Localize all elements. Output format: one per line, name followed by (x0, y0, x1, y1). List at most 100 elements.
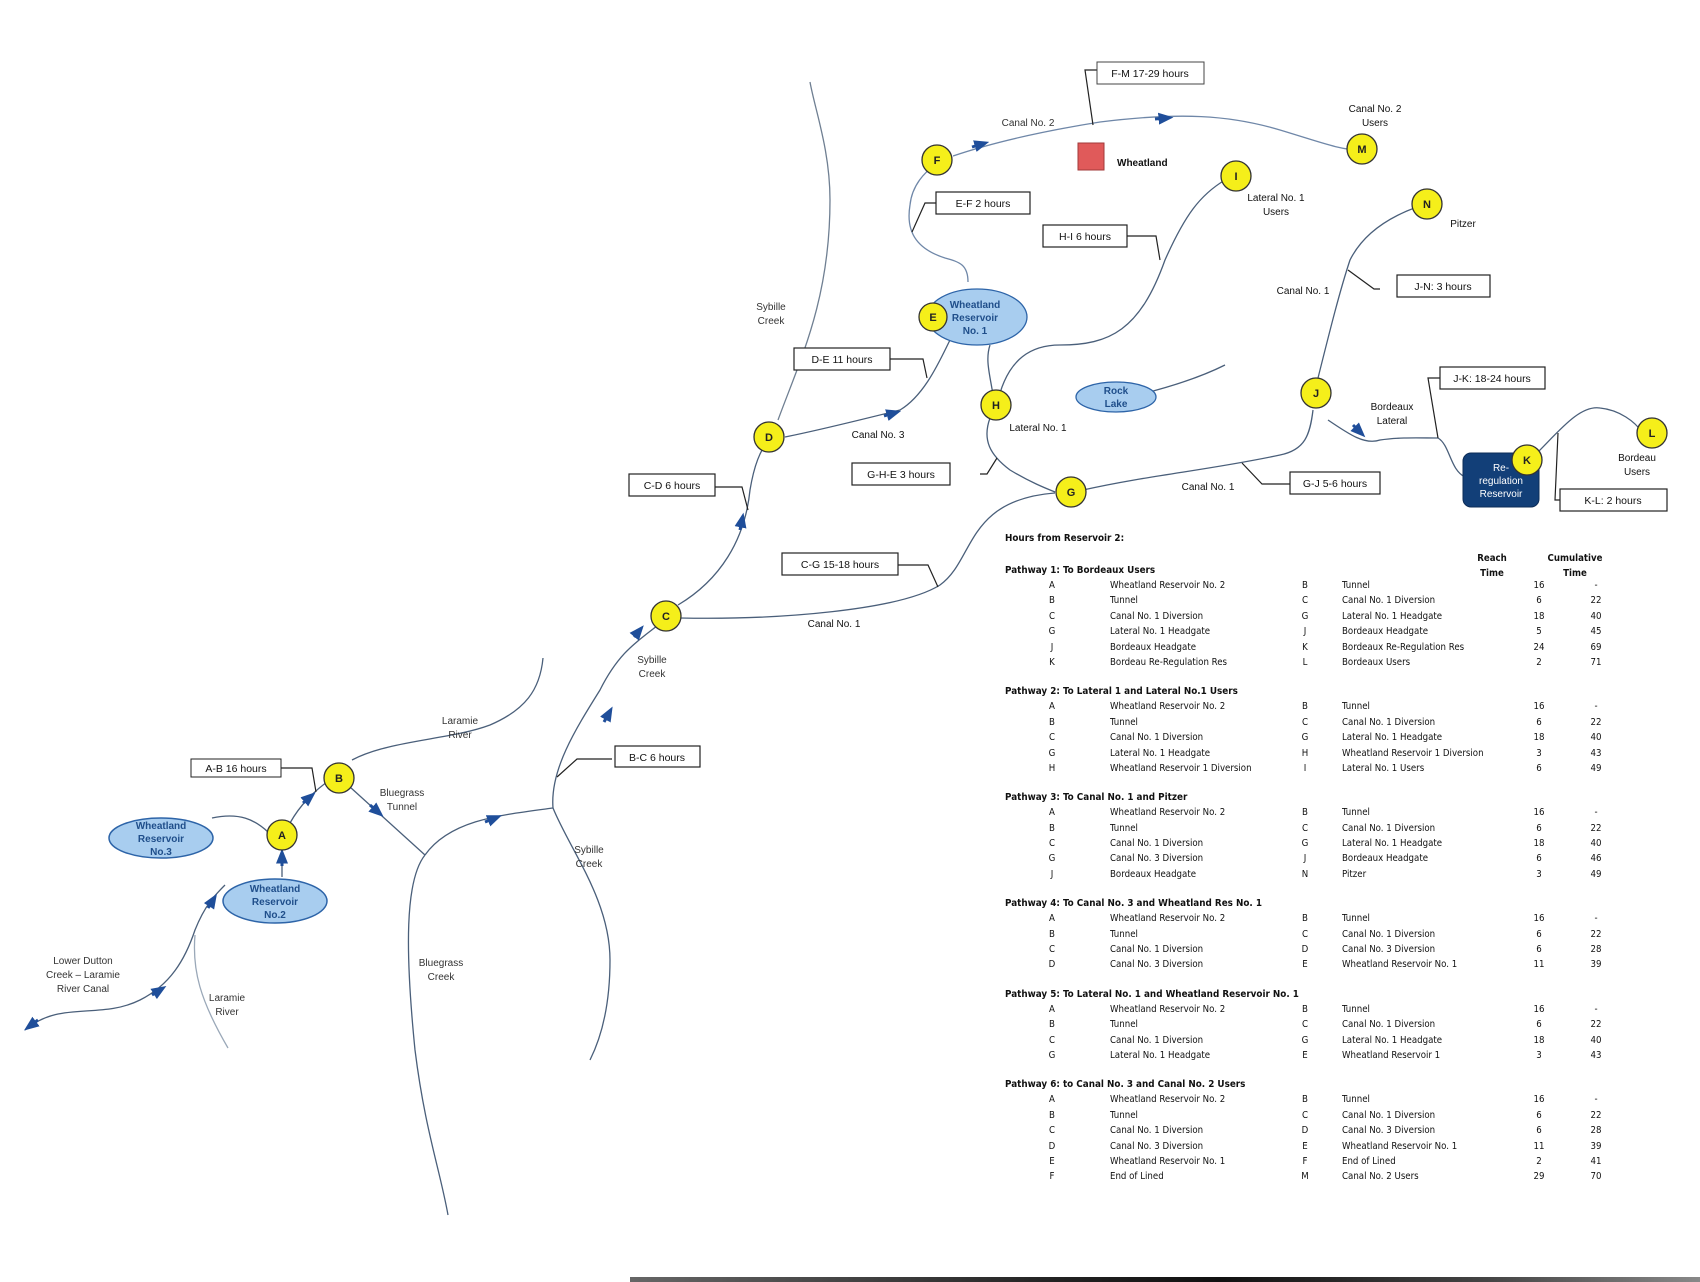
from-node: G (1048, 1049, 1056, 1061)
to-node: M (1301, 1171, 1309, 1183)
svg-text:No.3: No.3 (150, 847, 172, 858)
node-h[interactable]: H (980, 389, 1012, 421)
reach-time: 16 (1533, 807, 1545, 819)
reach-time: 6 (1536, 762, 1542, 774)
node-d[interactable]: D (753, 421, 785, 453)
from-node: C (1048, 1034, 1056, 1046)
from-node: F (1049, 1171, 1055, 1183)
from-node: G (1048, 626, 1056, 638)
node-l[interactable]: L (1636, 417, 1668, 449)
pathway-title: Pathway 5: To Lateral No. 1 and Wheatlan… (1005, 988, 1299, 1000)
cumulative-time: 46 (1590, 853, 1602, 865)
time-box-c-d: C-D 6 hours (628, 473, 716, 497)
svg-text:Users: Users (1624, 467, 1650, 478)
from-name: Wheatland Reservoir No. 2 (1110, 807, 1226, 819)
to-node: H (1301, 747, 1309, 759)
node-b[interactable]: B (323, 762, 355, 794)
from-name: Canal No. 3 Diversion (1110, 853, 1204, 865)
from-name: Lateral No. 1 Headgate (1110, 1049, 1211, 1061)
to-name: Wheatland Reservoir 1 (1342, 1049, 1441, 1061)
cumulative-time: 28 (1590, 944, 1602, 956)
to-name: Tunnel (1342, 1003, 1370, 1015)
to-name: Lateral No. 1 Headgate (1342, 732, 1443, 744)
laramie-river-lower (193, 934, 229, 1049)
node-c[interactable]: C (650, 600, 682, 632)
reach-time: 6 (1536, 944, 1542, 956)
svg-text:Lake: Lake (1105, 399, 1128, 410)
svg-text:Laramie: Laramie (442, 716, 479, 727)
from-name: Canal No. 1 Diversion (1110, 944, 1204, 956)
svg-text:Bordeaux: Bordeaux (1371, 402, 1414, 413)
from-node: C (1048, 838, 1056, 850)
reach-time: 11 (1533, 959, 1545, 971)
label-canal-no-3: Canal No. 3 (852, 430, 905, 441)
to-name: Tunnel (1342, 913, 1370, 925)
to-name: Tunnel (1342, 580, 1370, 591)
to-node: B (1302, 1003, 1308, 1015)
svg-text:No.2: No.2 (264, 910, 286, 921)
from-name: Wheatland Reservoir No. 2 (1110, 701, 1226, 713)
node-k[interactable]: K (1511, 444, 1543, 476)
node-i[interactable]: I (1220, 160, 1252, 192)
reach-time: 18 (1533, 1034, 1545, 1046)
to-name: Wheatland Reservoir 1 Diversion (1342, 747, 1484, 759)
reach-time: 16 (1533, 913, 1545, 925)
from-node: D (1048, 959, 1056, 971)
from-name: Wheatland Reservoir No. 2 (1110, 913, 1226, 925)
node-g[interactable]: G (1055, 476, 1087, 508)
svg-text:Lateral: Lateral (1377, 416, 1408, 427)
canal-e-to-f (908, 164, 969, 283)
pathway-section: Pathway 2: To Lateral 1 and Lateral No.1… (1005, 684, 1645, 776)
svg-text:River Canal: River Canal (57, 984, 109, 995)
cumulative-time: - (1594, 913, 1598, 925)
from-name: Lateral No. 1 Headgate (1110, 626, 1211, 638)
reach-time: 24 (1533, 641, 1545, 653)
from-node: C (1048, 610, 1056, 622)
svg-text:Creek: Creek (758, 316, 786, 327)
svg-text:No. 1: No. 1 (963, 326, 988, 337)
from-name: Canal No. 1 Diversion (1110, 610, 1204, 622)
from-node: C (1048, 1125, 1056, 1137)
svg-text:Lateral No. 1: Lateral No. 1 (1247, 193, 1305, 204)
from-node: E (1049, 1155, 1055, 1167)
svg-text:Canal No. 2: Canal No. 2 (1349, 104, 1402, 115)
svg-text:Sybille: Sybille (574, 845, 604, 856)
node-e[interactable]: E (918, 302, 948, 332)
svg-text:J: J (1313, 388, 1319, 400)
label-lateral-no-1: Lateral No. 1 (1009, 423, 1067, 434)
to-name: Lateral No. 1 Headgate (1342, 1034, 1443, 1046)
label-lateral-no-1-users: Lateral No. 1 Users (1247, 193, 1305, 218)
from-node: J (1050, 641, 1054, 653)
to-node: G (1301, 1034, 1309, 1046)
to-name: Bordeaux Users (1342, 656, 1411, 668)
svg-text:Tunnel: Tunnel (387, 802, 417, 813)
svg-text:C-D 6 hours: C-D 6 hours (644, 480, 701, 492)
to-name: Canal No. 1 Diversion (1342, 1109, 1436, 1121)
reach-time: 6 (1536, 595, 1542, 607)
wheatland-reservoir-no-3: Wheatland Reservoir No.3 (108, 817, 214, 859)
from-name: Bordeaux Headgate (1110, 868, 1197, 880)
node-n[interactable]: N (1411, 188, 1443, 220)
node-m[interactable]: M (1346, 133, 1378, 165)
node-a[interactable]: A (266, 819, 298, 851)
h-to-g (986, 417, 1056, 493)
node-j[interactable]: J (1300, 377, 1332, 409)
to-node: B (1302, 580, 1308, 591)
svg-text:River: River (448, 730, 472, 741)
svg-text:C-G 15-18 hours: C-G 15-18 hours (801, 559, 879, 571)
cumulative-time: 43 (1590, 1049, 1602, 1061)
cumulative-time: 40 (1590, 732, 1602, 744)
cumulative-time: - (1594, 1094, 1598, 1106)
sybille-c-to-d (677, 444, 766, 606)
node-f[interactable]: F (921, 144, 953, 176)
time-box-d-e: D-E 11 hours (793, 347, 891, 371)
